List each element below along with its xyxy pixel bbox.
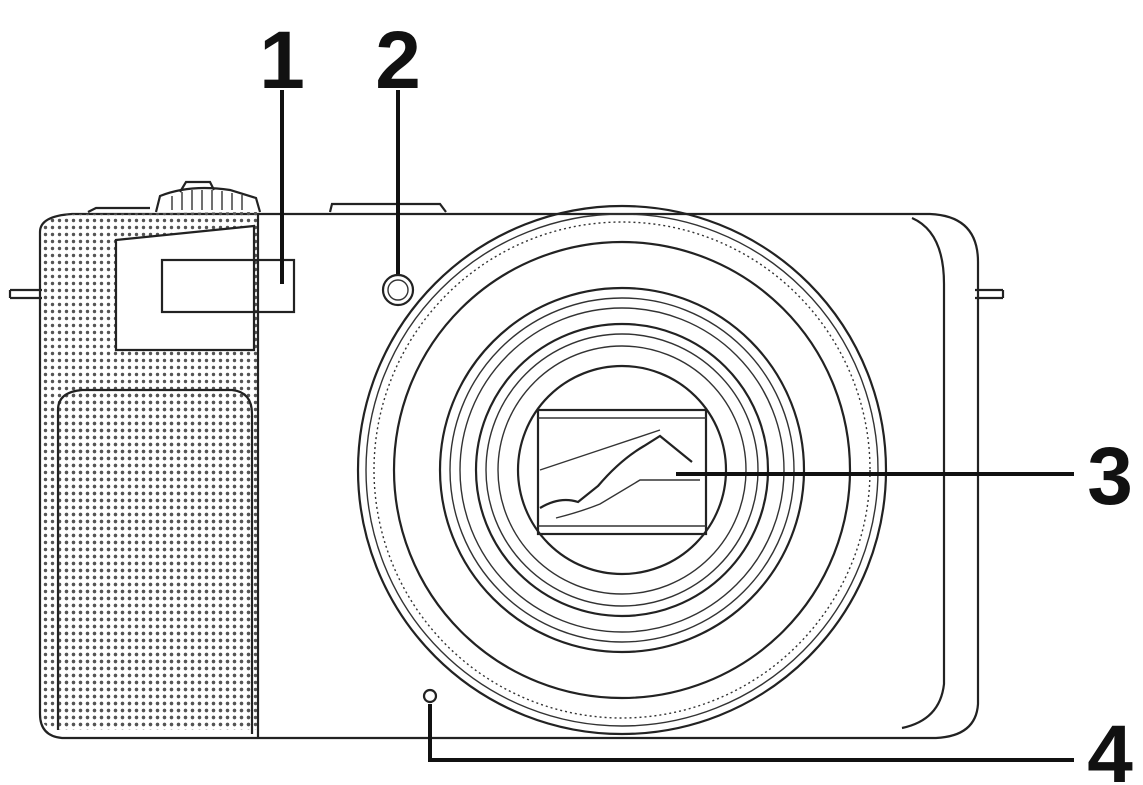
body-right-contour — [901, 216, 946, 730]
callout-4: 4 — [1087, 709, 1133, 785]
callout-3: 3 — [1087, 431, 1133, 522]
top-plate-edge — [87, 206, 150, 213]
microphone-hole — [422, 688, 438, 704]
mode-dial — [154, 180, 262, 213]
camera-body — [38, 212, 980, 740]
shutter-button — [328, 202, 447, 213]
callout-2: 2 — [375, 15, 421, 106]
hand-grip — [40, 212, 260, 738]
flash-window — [160, 258, 296, 314]
callout-1: 1 — [259, 15, 305, 106]
strap-lug-left — [8, 288, 42, 300]
af-assist-lamp — [381, 273, 415, 307]
strap-lug-right — [975, 288, 1005, 300]
lens-assembly — [356, 204, 888, 736]
leader-line-4 — [428, 704, 1074, 762]
